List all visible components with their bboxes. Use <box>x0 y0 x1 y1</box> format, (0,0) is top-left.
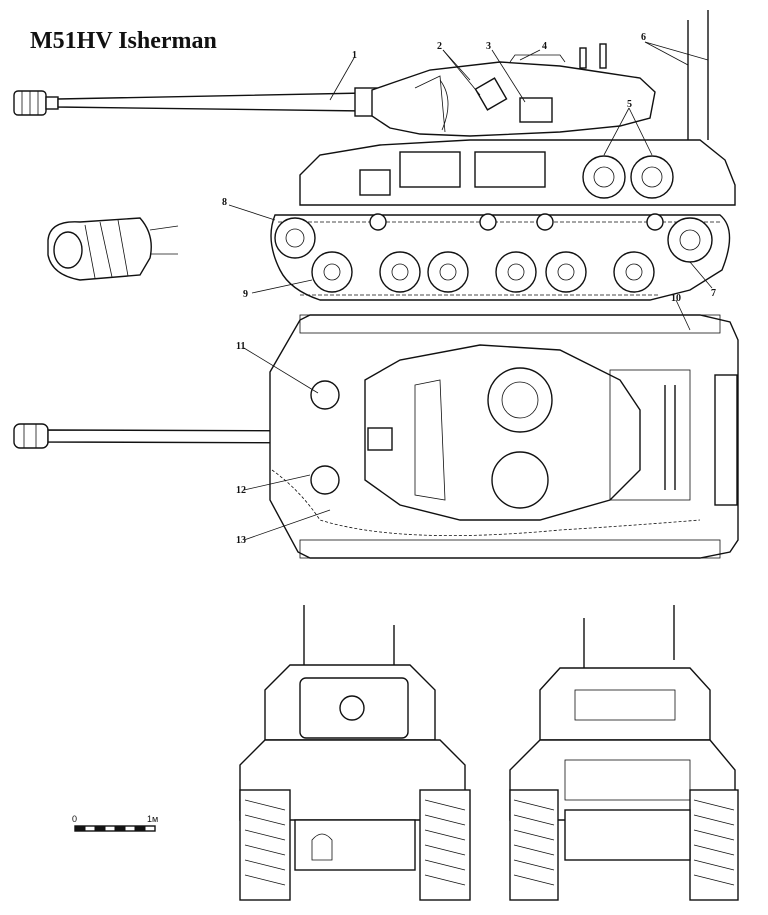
muzzle-brake-detail <box>47 217 179 281</box>
top-view <box>13 314 739 559</box>
scale-end-label: 1м <box>147 814 158 824</box>
callout-4: 4 <box>542 41 547 52</box>
rear-view <box>509 605 739 901</box>
side-road-wheels <box>311 251 655 293</box>
callout-3: 3 <box>486 41 491 52</box>
callout-6: 6 <box>641 32 646 43</box>
diagram-title: M51HV Isherman <box>30 28 217 54</box>
callout-13: 13 <box>236 535 246 546</box>
callout-10: 10 <box>671 293 681 304</box>
callout-1: 1 <box>352 50 357 61</box>
callout-8: 8 <box>222 197 227 208</box>
side-turret <box>371 61 656 137</box>
callout-11: 11 <box>236 341 245 352</box>
callout-12: 12 <box>236 485 246 496</box>
callout-5: 5 <box>627 99 632 110</box>
callout-7: 7 <box>711 288 716 299</box>
side-view <box>13 10 736 301</box>
front-view <box>239 605 471 901</box>
scale-bar: 0 1м <box>72 814 158 832</box>
callout-2: 2 <box>437 41 442 52</box>
scale-start-label: 0 <box>72 814 77 824</box>
side-gun-barrel <box>57 92 366 112</box>
side-muzzle-brake <box>13 90 59 116</box>
callout-9: 9 <box>243 289 248 300</box>
top-turret <box>364 344 641 521</box>
callout-leaders <box>228 41 713 541</box>
